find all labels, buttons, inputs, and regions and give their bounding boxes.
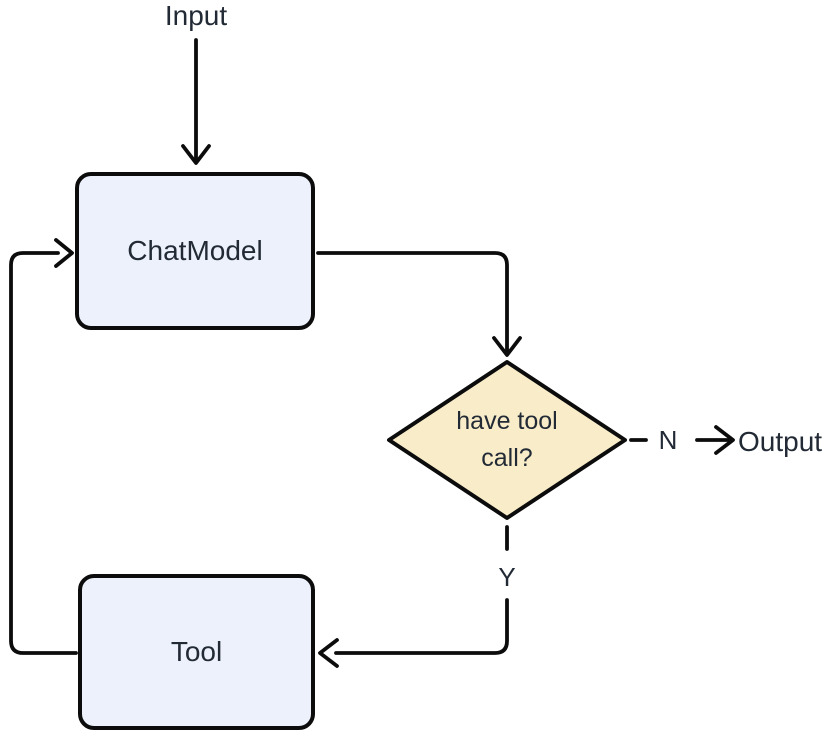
edge-chatmodel-to-decision <box>316 251 509 353</box>
input-label: Input <box>164 0 228 31</box>
chatmodel-node: ChatModel <box>75 172 315 330</box>
arrowhead-right-icon <box>54 238 74 268</box>
edge-decision-yes-to-tool <box>334 598 509 655</box>
arrowhead-down-icon <box>181 144 211 165</box>
tool-node-label: Tool <box>170 636 223 667</box>
branch-label-yes: Y <box>498 562 516 592</box>
edge-tool-to-chatmodel <box>9 251 78 655</box>
chatmodel-node-label: ChatModel <box>127 235 263 266</box>
arrowhead-left-icon <box>318 638 339 668</box>
arrowhead-down-icon <box>492 336 522 357</box>
tool-node: Tool <box>78 574 315 730</box>
decision-diamond-shape <box>387 360 627 520</box>
decision-node-text: have tool call? <box>456 406 558 473</box>
output-label: Output <box>738 426 823 457</box>
decision-node-label: have tool call? <box>407 362 607 518</box>
branch-label-no: N <box>658 425 678 455</box>
arrowhead-right-icon <box>714 425 735 455</box>
